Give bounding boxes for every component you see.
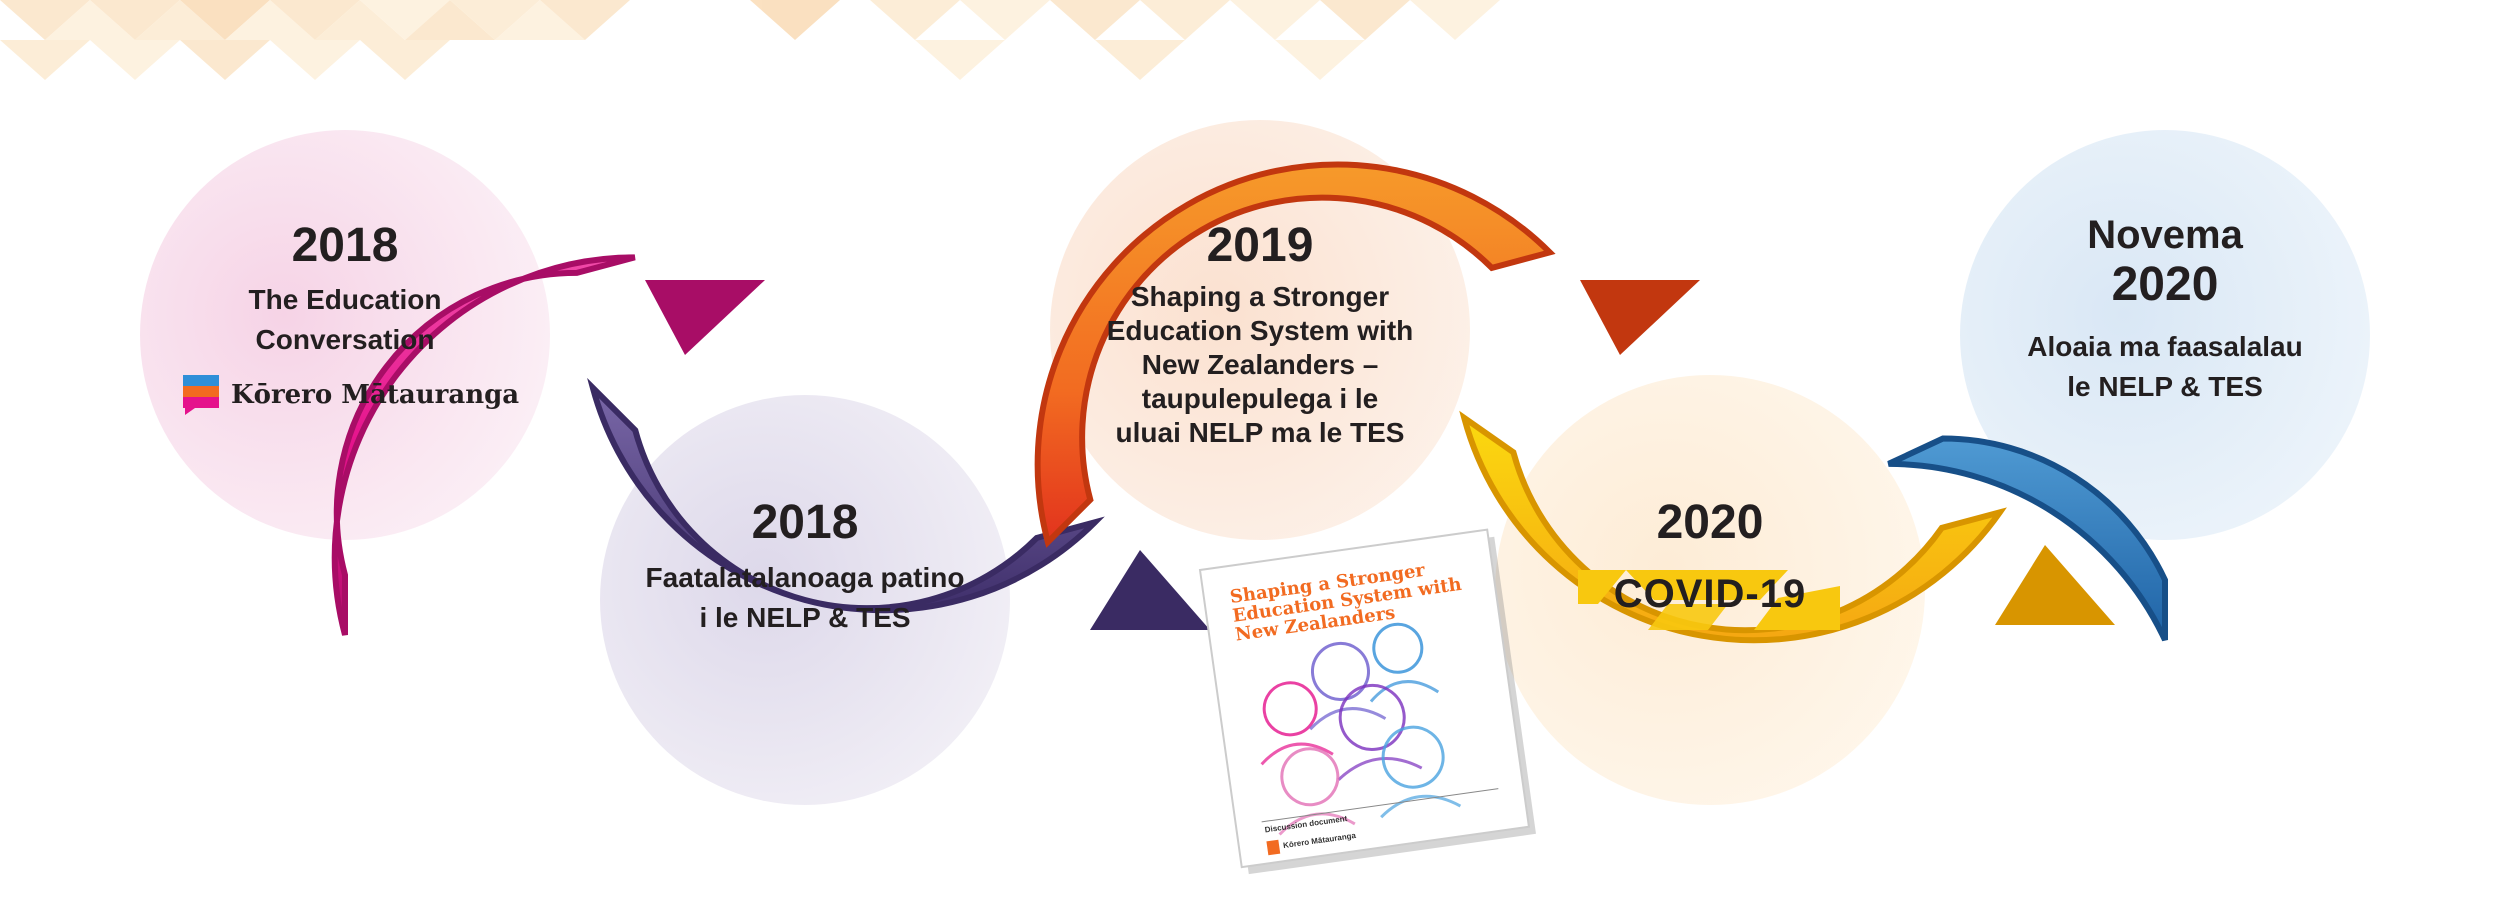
purple-arc-band [587,377,1105,614]
step-3-year: 2019 [1206,219,1314,272]
step-1-title-line: Conversation [255,324,435,355]
booklet-portrait-shoulders-2 [1309,707,1387,731]
speech-bubble-logo-icon [183,375,219,415]
korero-matauranga-wordmark: Kōrero Mātauranga [231,380,520,410]
discussion-document-booklet: Shaping a Stronger Education System with… [1200,528,1539,867]
blue-arc [1887,435,2168,642]
step-5-month: Novema [2087,213,2243,257]
purple-arc [587,377,1210,630]
booklet-portrait-5 [1280,747,1340,807]
pink-arrow-head-icon [645,280,765,355]
step-3-title-line: taupulepulega i le [1141,383,1379,414]
korero-matauranga-logo: Kōrero Mātauranga [183,375,519,415]
step-5-title-line: Aloaia ma faasalalau [2027,331,2303,362]
step-2-title-line: Faatalatalanoaga patino [645,562,965,593]
step-1-year: 2018 [291,219,399,272]
step-2-title: Faatalatalanoaga patino i le NELP & TES [605,561,1005,635]
step-3-title-line: Shaping a Stronger [1130,281,1390,312]
covid-badge-stripes [1578,570,1840,630]
booklet-footer-brand: Kōrero Mātauranga [1282,830,1357,851]
step-1-circle-fill [140,130,550,540]
booklet-title: Shaping a Stronger Education System with… [1229,553,1484,646]
yellow-arrow-head-icon [1995,545,2115,625]
booklet-logo-icon [1266,839,1281,856]
blue-arc-band [1887,435,2168,642]
booklet-portrait-shoulders-1 [1260,742,1334,766]
booklet-portrait-shoulders-3 [1369,680,1440,703]
step-3-title-line: uluai NELP ma le TES [1115,417,1405,448]
booklet-portrait-3 [1372,622,1424,674]
booklet-portrait-shoulders-6 [1380,794,1462,819]
step-5-title: Aloaia ma faasalalau le NELP & TES [1990,330,2340,404]
booklet-portrait-shoulders-4 [1337,756,1423,781]
step-2-title-line: i le NELP & TES [699,602,911,633]
step-5-circle-fill [1960,130,2370,540]
step-1-title-line: The Education [248,284,442,315]
booklet-illustration [1260,622,1462,836]
pink-arc [331,254,765,636]
booklet-footer: Discussion document [1264,813,1348,835]
step-2-year: 2018 [751,496,859,549]
orange-arc-band [1034,161,1556,548]
step-3-title-line: New Zealanders – [1141,349,1379,380]
orange-arc [1034,161,1700,548]
decorative-triangle-pattern [0,0,1500,80]
pink-arc-band [331,254,636,636]
step-5-title-line: le NELP & TES [2067,371,2263,402]
covid-badge: COVID-19 [1578,566,1840,634]
booklet-divider [1261,788,1499,823]
step-3-title-line: Education System with [1106,315,1414,346]
covid-19-label: COVID-19 [1613,572,1807,616]
step-3-title: Shaping a Stronger Education System with… [1075,280,1445,450]
orange-arrow-head-icon [1580,280,1700,355]
purple-arrow-head-icon [1090,550,1210,630]
step-4-year: 2020 [1656,496,1764,549]
booklet-portrait-6 [1381,725,1445,789]
step-1-title: The Education Conversation [175,283,515,357]
booklet-portrait-4 [1338,683,1406,751]
step-5-year-number: 2020 [2111,258,2219,311]
booklet-portrait-1 [1262,681,1318,737]
step-5-year: Novema 2020 [2045,212,2285,312]
booklet-cover [1198,528,1536,875]
